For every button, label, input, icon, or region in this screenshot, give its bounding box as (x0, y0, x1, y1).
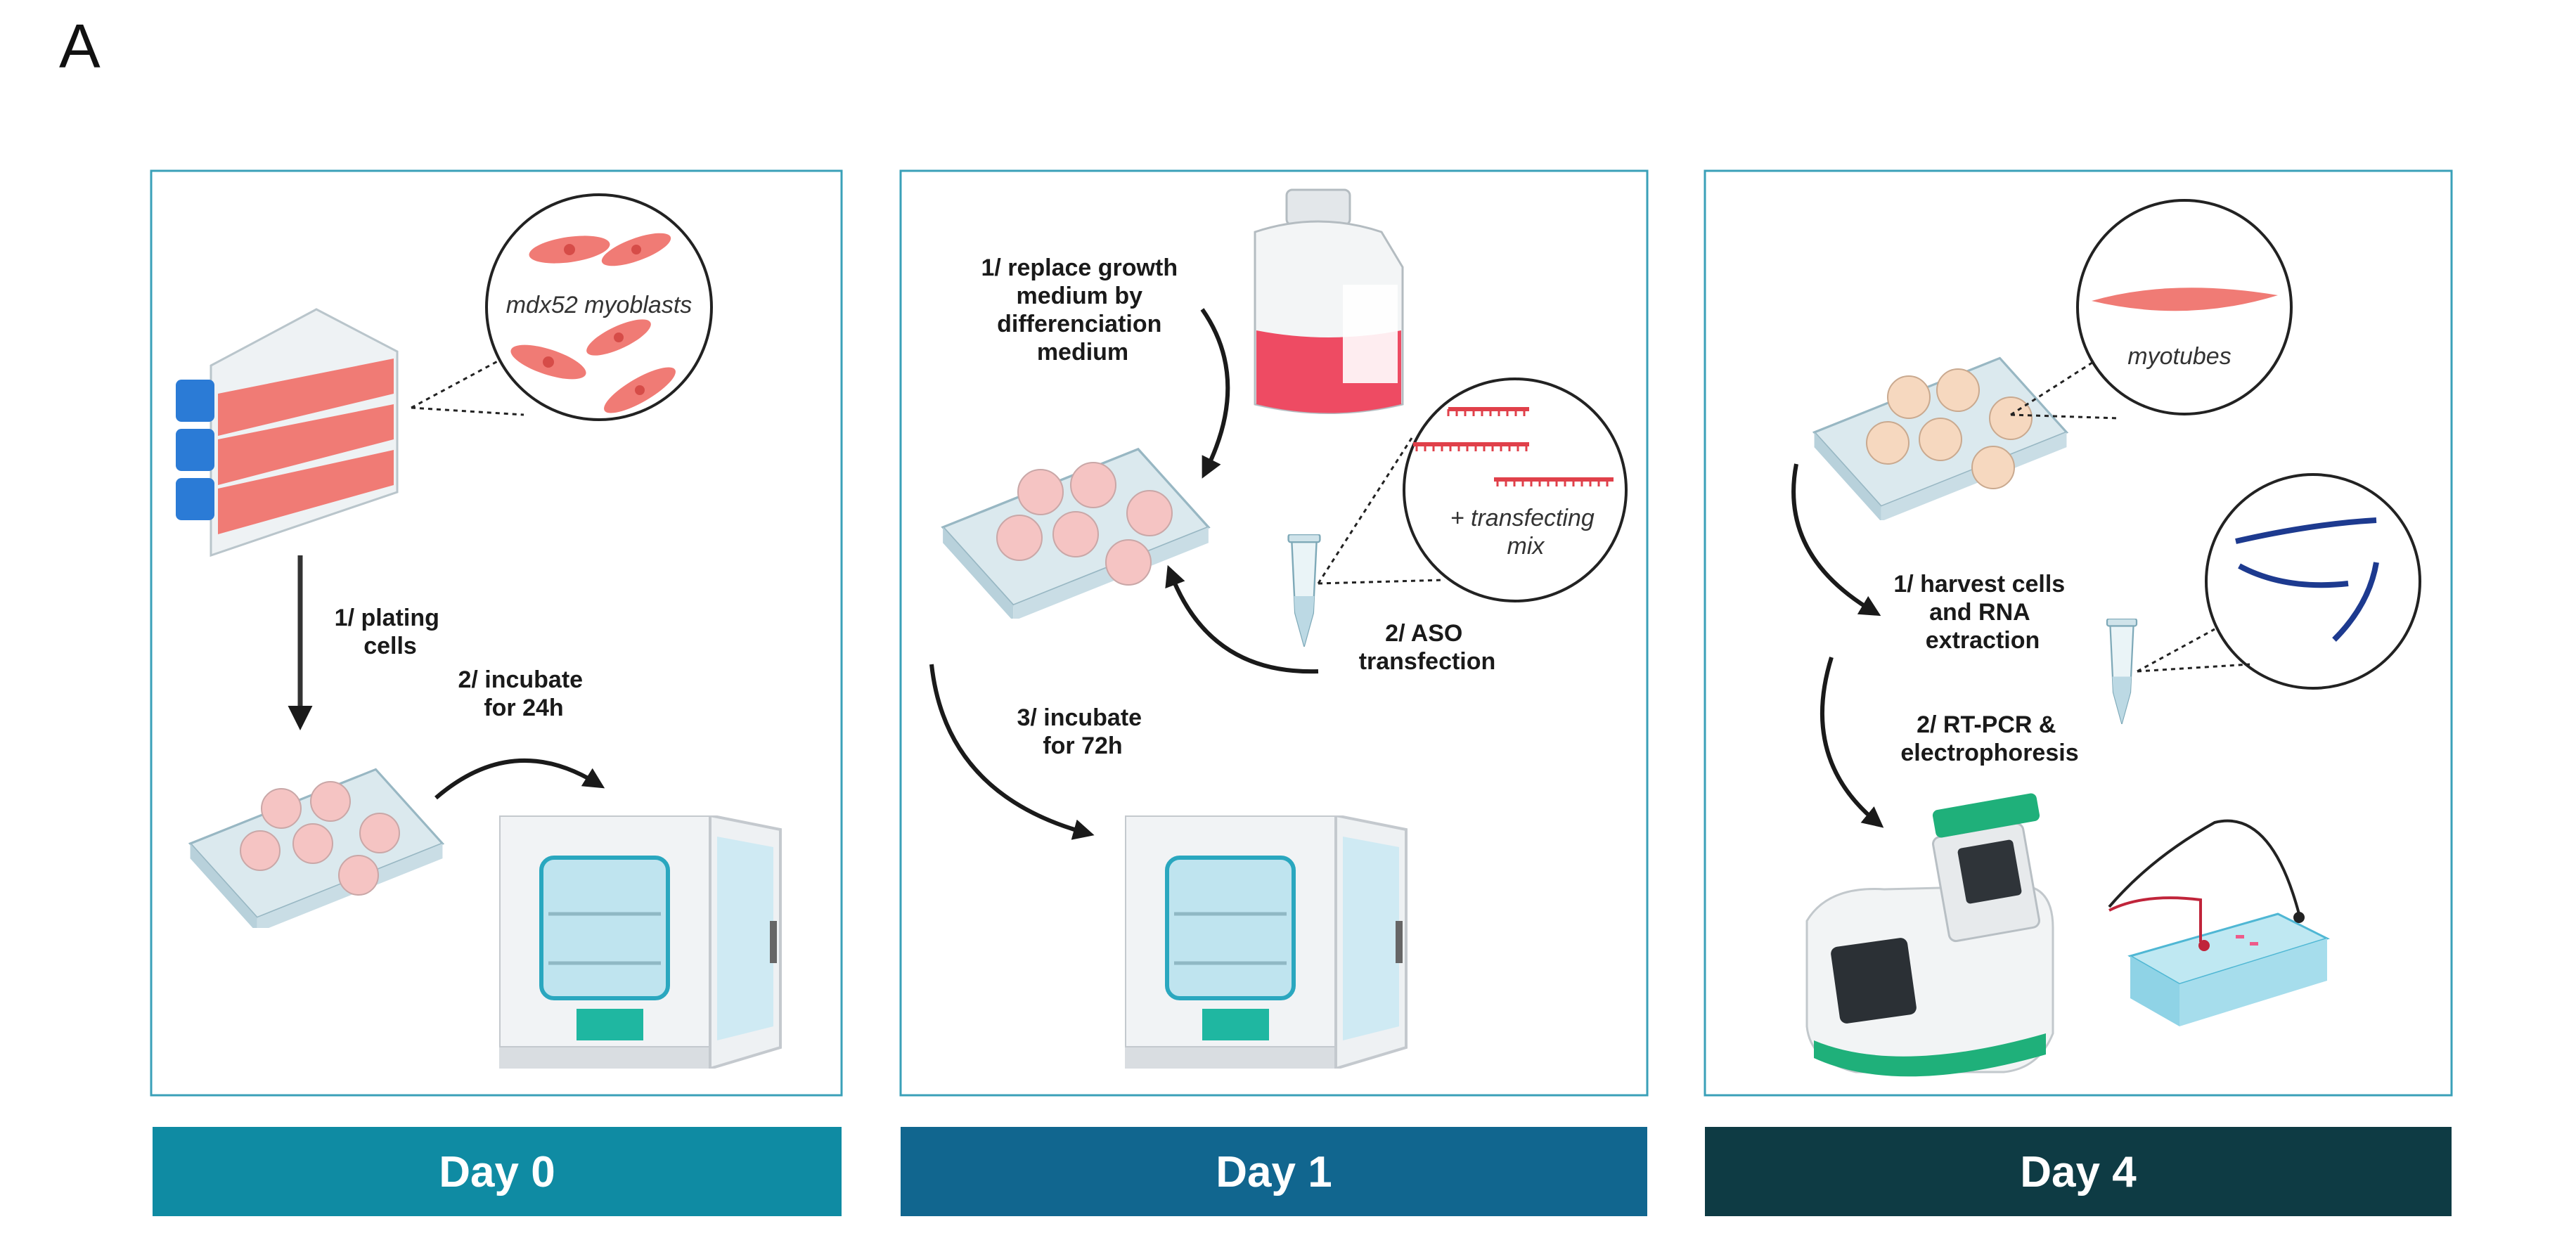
arrow (1200, 308, 1230, 479)
step-label: 1/ plating cells (335, 605, 446, 659)
arrow (434, 759, 605, 800)
arrow (1820, 657, 1884, 828)
zoom-line (411, 406, 524, 416)
arrow (929, 664, 1095, 840)
six-well-plate-icon (1812, 356, 2068, 520)
myoblast-zoom-icon (485, 193, 713, 421)
arrow (1791, 463, 1881, 617)
panel-day1: 1/ replace growth medium by differenciat… (899, 169, 1649, 1097)
day-label: Day 0 (439, 1148, 555, 1196)
zoom-label: myotubes (2127, 343, 2231, 370)
day-label: Day 1 (1216, 1148, 1332, 1196)
myotube-zoom-icon (2076, 199, 2293, 415)
incubator-icon (1125, 815, 1406, 1069)
pcr-thermocycler-icon (1805, 793, 2054, 1077)
six-well-plate-icon (188, 768, 444, 928)
panel-letter: A (59, 11, 101, 81)
aso-oligos-icon (1403, 378, 1628, 602)
step-label: 3/ incubate for 72h (1017, 704, 1148, 759)
rna-strands-icon (2205, 473, 2421, 690)
electrophoresis-tank-icon (2108, 819, 2331, 1026)
step-label: 1/ harvest cells and RNA extraction (1893, 571, 2071, 654)
zoom-label: + transfecting mix (1450, 505, 1602, 560)
day-banner (901, 1127, 1647, 1216)
zoom-line (2010, 413, 2120, 420)
zoom-line (2137, 628, 2215, 673)
day-banner (1705, 1127, 2452, 1216)
incubator-icon (499, 815, 780, 1069)
six-well-plate-icon (941, 448, 1210, 619)
step-label: 1/ replace growth medium by differenciat… (981, 254, 1184, 366)
arrow (1165, 565, 1319, 674)
panel-day4: myotubes 1/ harvest cells and RNA extrac… (1704, 169, 2453, 1097)
zoom-line (2010, 357, 2099, 416)
zoom-line (2137, 663, 2250, 673)
zoom-label: mdx52 myoblasts (506, 292, 693, 318)
step-label: 2/ ASO transfection (1359, 620, 1496, 675)
panel-day0: mdx52 myoblasts 1/ plating cells 2/ incu… (150, 169, 843, 1097)
step-label: 2/ RT-PCR & electrophoresis (1900, 711, 2078, 766)
zoom-line (411, 357, 503, 409)
medium-bottle-icon (1254, 188, 1404, 414)
zoom-line (1317, 435, 1415, 584)
day-banner (153, 1127, 842, 1216)
cell-culture-flask-icon (176, 308, 399, 557)
day-label: Day 4 (2020, 1148, 2137, 1196)
step-label: 2/ incubate for 24h (458, 666, 589, 721)
